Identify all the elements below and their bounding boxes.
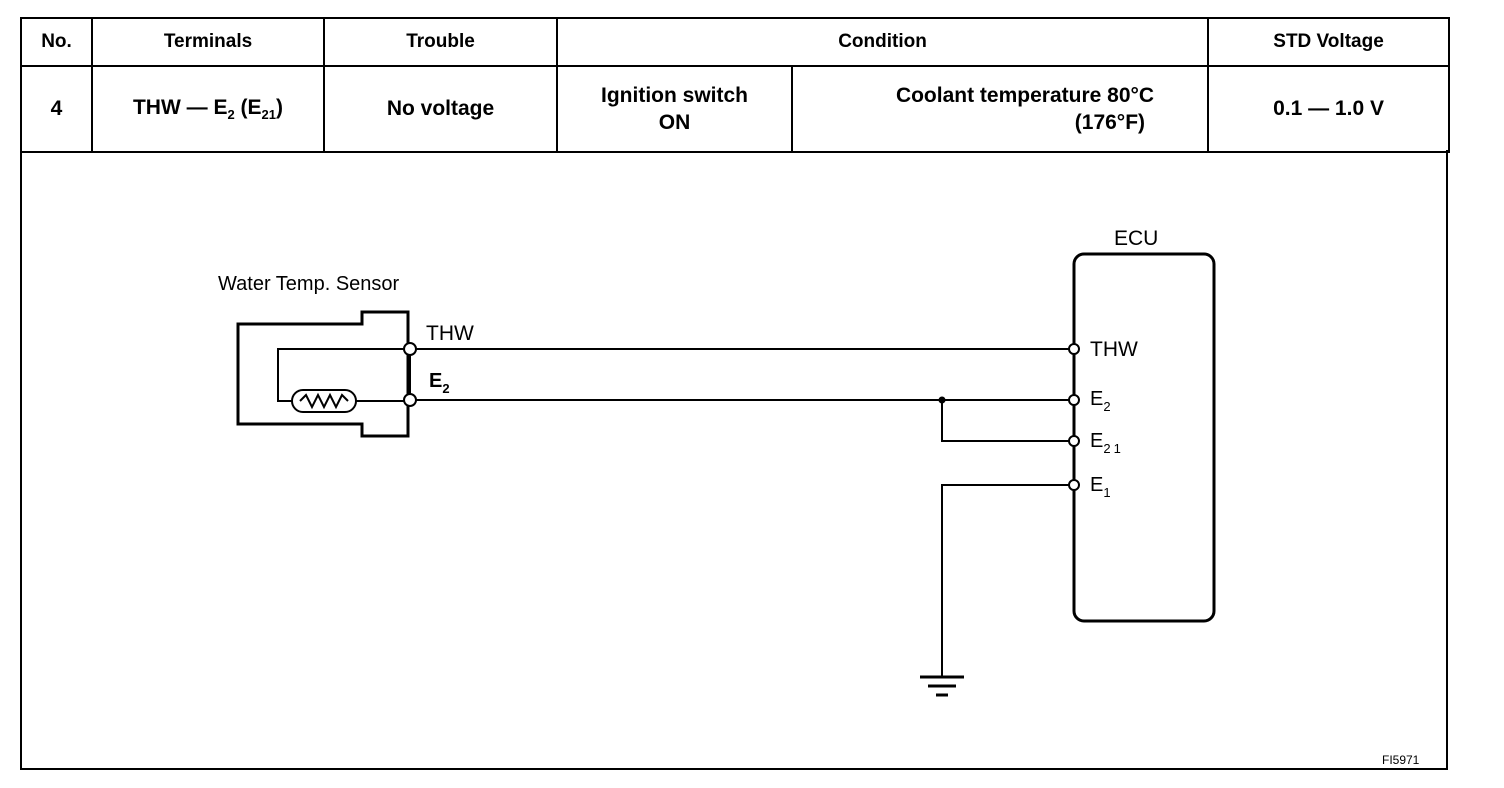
ecu-e1-sub: 1: [1103, 485, 1110, 500]
terminals-main: THW — E: [132, 95, 228, 119]
sensor-thw-terminal-icon: [403, 342, 417, 356]
ecu-e1-main: E: [1090, 474, 1103, 496]
header-trouble: Trouble: [323, 17, 558, 67]
ecu-e1-label: E1: [1090, 474, 1111, 500]
ecu-label: ECU: [1114, 227, 1158, 250]
sensor-e2-sub: 2: [442, 381, 449, 396]
header-terminals: Terminals: [91, 17, 325, 67]
ecu-e21-terminal-icon: [1068, 435, 1080, 447]
sensor-internal-wire: [277, 348, 410, 402]
condition-switch-line2: ON: [658, 111, 691, 134]
sensor-thw-label: THW: [426, 322, 474, 345]
sensor-label: Water Temp. Sensor: [218, 273, 400, 295]
cell-no: 4: [20, 65, 93, 153]
cell-std-voltage: 0.1 — 1.0 V: [1207, 65, 1451, 153]
e1-wire: [941, 484, 1069, 676]
figure-code: FI5971: [1382, 753, 1420, 767]
ecu-e2-sub: 2: [1103, 399, 1110, 414]
sensor-housing: [236, 310, 410, 438]
ecu-e21-label: E21: [1090, 430, 1124, 456]
cell-terminals: THW — E2 (E21): [91, 65, 325, 153]
ecu-e2-terminal-icon: [1068, 394, 1080, 406]
header-condition: Condition: [555, 17, 1210, 67]
ecu-e1-terminal-icon: [1068, 479, 1080, 491]
ecu-e2-label: E2: [1090, 388, 1111, 414]
e21-wire: [941, 400, 1069, 442]
terminals-paren-open: (E: [234, 95, 262, 119]
ecu-e21-sub: 21: [1103, 441, 1123, 456]
condition-temp-line2: (176°F): [1074, 111, 1146, 134]
header-std-voltage: STD Voltage: [1207, 17, 1451, 67]
terminals-paren-close: ): [276, 95, 284, 119]
ecu-thw-label: THW: [1090, 338, 1138, 361]
circuit-diagram-box: [20, 150, 1448, 770]
resistor-zigzag-icon: [299, 392, 349, 410]
terminals-sub-2: 2: [227, 107, 235, 123]
cell-condition-switch: Ignition switch ON: [556, 65, 793, 153]
sensor-e2-label: E2: [429, 370, 450, 396]
ground-icon: [920, 675, 964, 697]
table-header-row: No. Terminals Trouble Condition STD Volt…: [20, 17, 1451, 67]
header-no: No.: [20, 17, 93, 67]
sensor-e2-terminal-icon: [403, 393, 417, 407]
condition-temp-line1: Coolant temperature 80°C: [895, 83, 1155, 107]
ecu-e21-main: E: [1090, 430, 1103, 452]
sensor-e2-main: E: [429, 370, 442, 392]
table-row: 4 THW — E2 (E21) No voltage Ignition swi…: [20, 65, 1451, 153]
spec-table: No. Terminals Trouble Condition STD Volt…: [20, 17, 1451, 153]
ecu-thw-terminal-icon: [1068, 343, 1080, 355]
terminals-sub-21: 21: [261, 107, 277, 123]
ecu-e2-main: E: [1090, 388, 1103, 410]
condition-switch-line1: Ignition switch: [601, 83, 748, 107]
cell-trouble: No voltage: [323, 65, 558, 153]
cell-condition-temperature: Coolant temperature 80°C (176°F): [790, 65, 1210, 153]
